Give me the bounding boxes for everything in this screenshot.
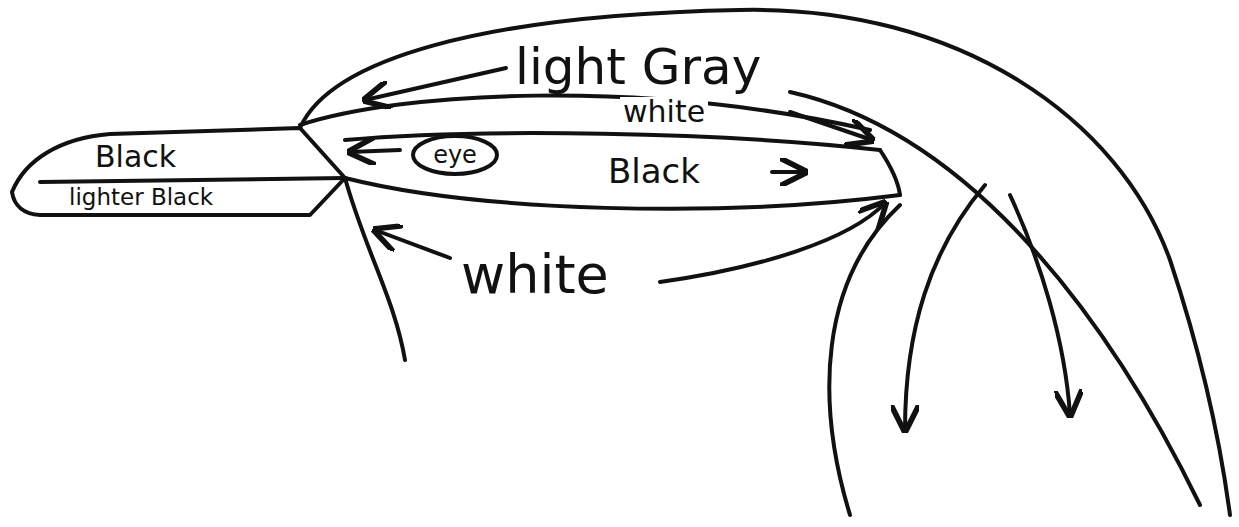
color-label: white — [458, 248, 612, 302]
leader-arrow — [772, 170, 805, 174]
leader-arrow — [905, 185, 985, 430]
leader-arrow — [365, 68, 506, 100]
color-label: Black — [92, 142, 179, 172]
leader-arrow — [660, 203, 885, 282]
color-label: white — [620, 97, 708, 127]
color-label: lighter Black — [66, 186, 216, 209]
beak-outline — [12, 128, 345, 215]
stripe-end — [880, 150, 900, 195]
leader-arrow — [375, 230, 450, 258]
band-line — [300, 96, 870, 130]
part-label: eye — [430, 143, 480, 167]
color-label: Black — [605, 154, 703, 188]
beak-split — [40, 178, 345, 182]
leader-arrow — [1010, 195, 1070, 415]
head-outline — [300, 10, 1230, 515]
color-label: light Gray — [512, 42, 764, 92]
leader-arrow — [350, 150, 400, 152]
leader-arrow — [790, 112, 872, 140]
back-line — [790, 92, 1200, 505]
throat-line — [345, 178, 405, 360]
eye-outline — [413, 136, 497, 174]
neck-line — [829, 205, 900, 515]
